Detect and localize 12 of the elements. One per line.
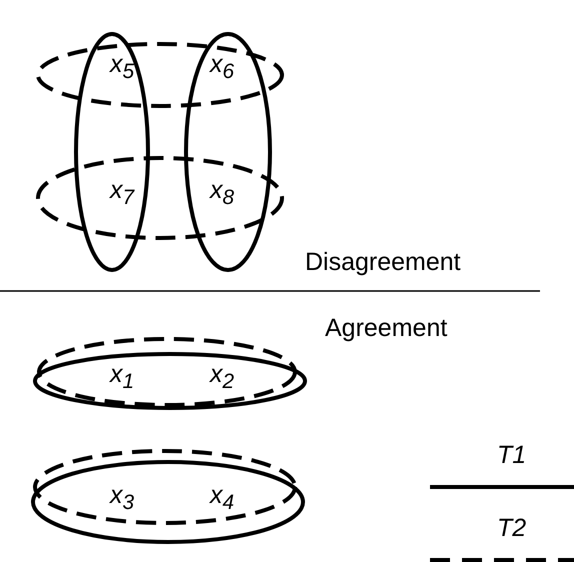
region-label: Disagreement [305, 250, 461, 275]
legend-label: T2 [497, 516, 526, 541]
variable-label: x$_{2}$ [210, 362, 234, 393]
region-label: Agreement [325, 316, 448, 341]
variable-label: x$_{6}$ [210, 52, 234, 83]
variable-label: x$_{8}$ [210, 178, 234, 209]
variable-label: x$_{3}$ [110, 483, 134, 514]
variable-label: x$_{4}$ [210, 483, 234, 514]
variable-label: x$_{5}$ [110, 52, 134, 83]
variable-label: x$_{1}$ [110, 362, 134, 393]
variable-label: x$_{7}$ [110, 178, 134, 209]
legend-label: T1 [497, 443, 526, 468]
